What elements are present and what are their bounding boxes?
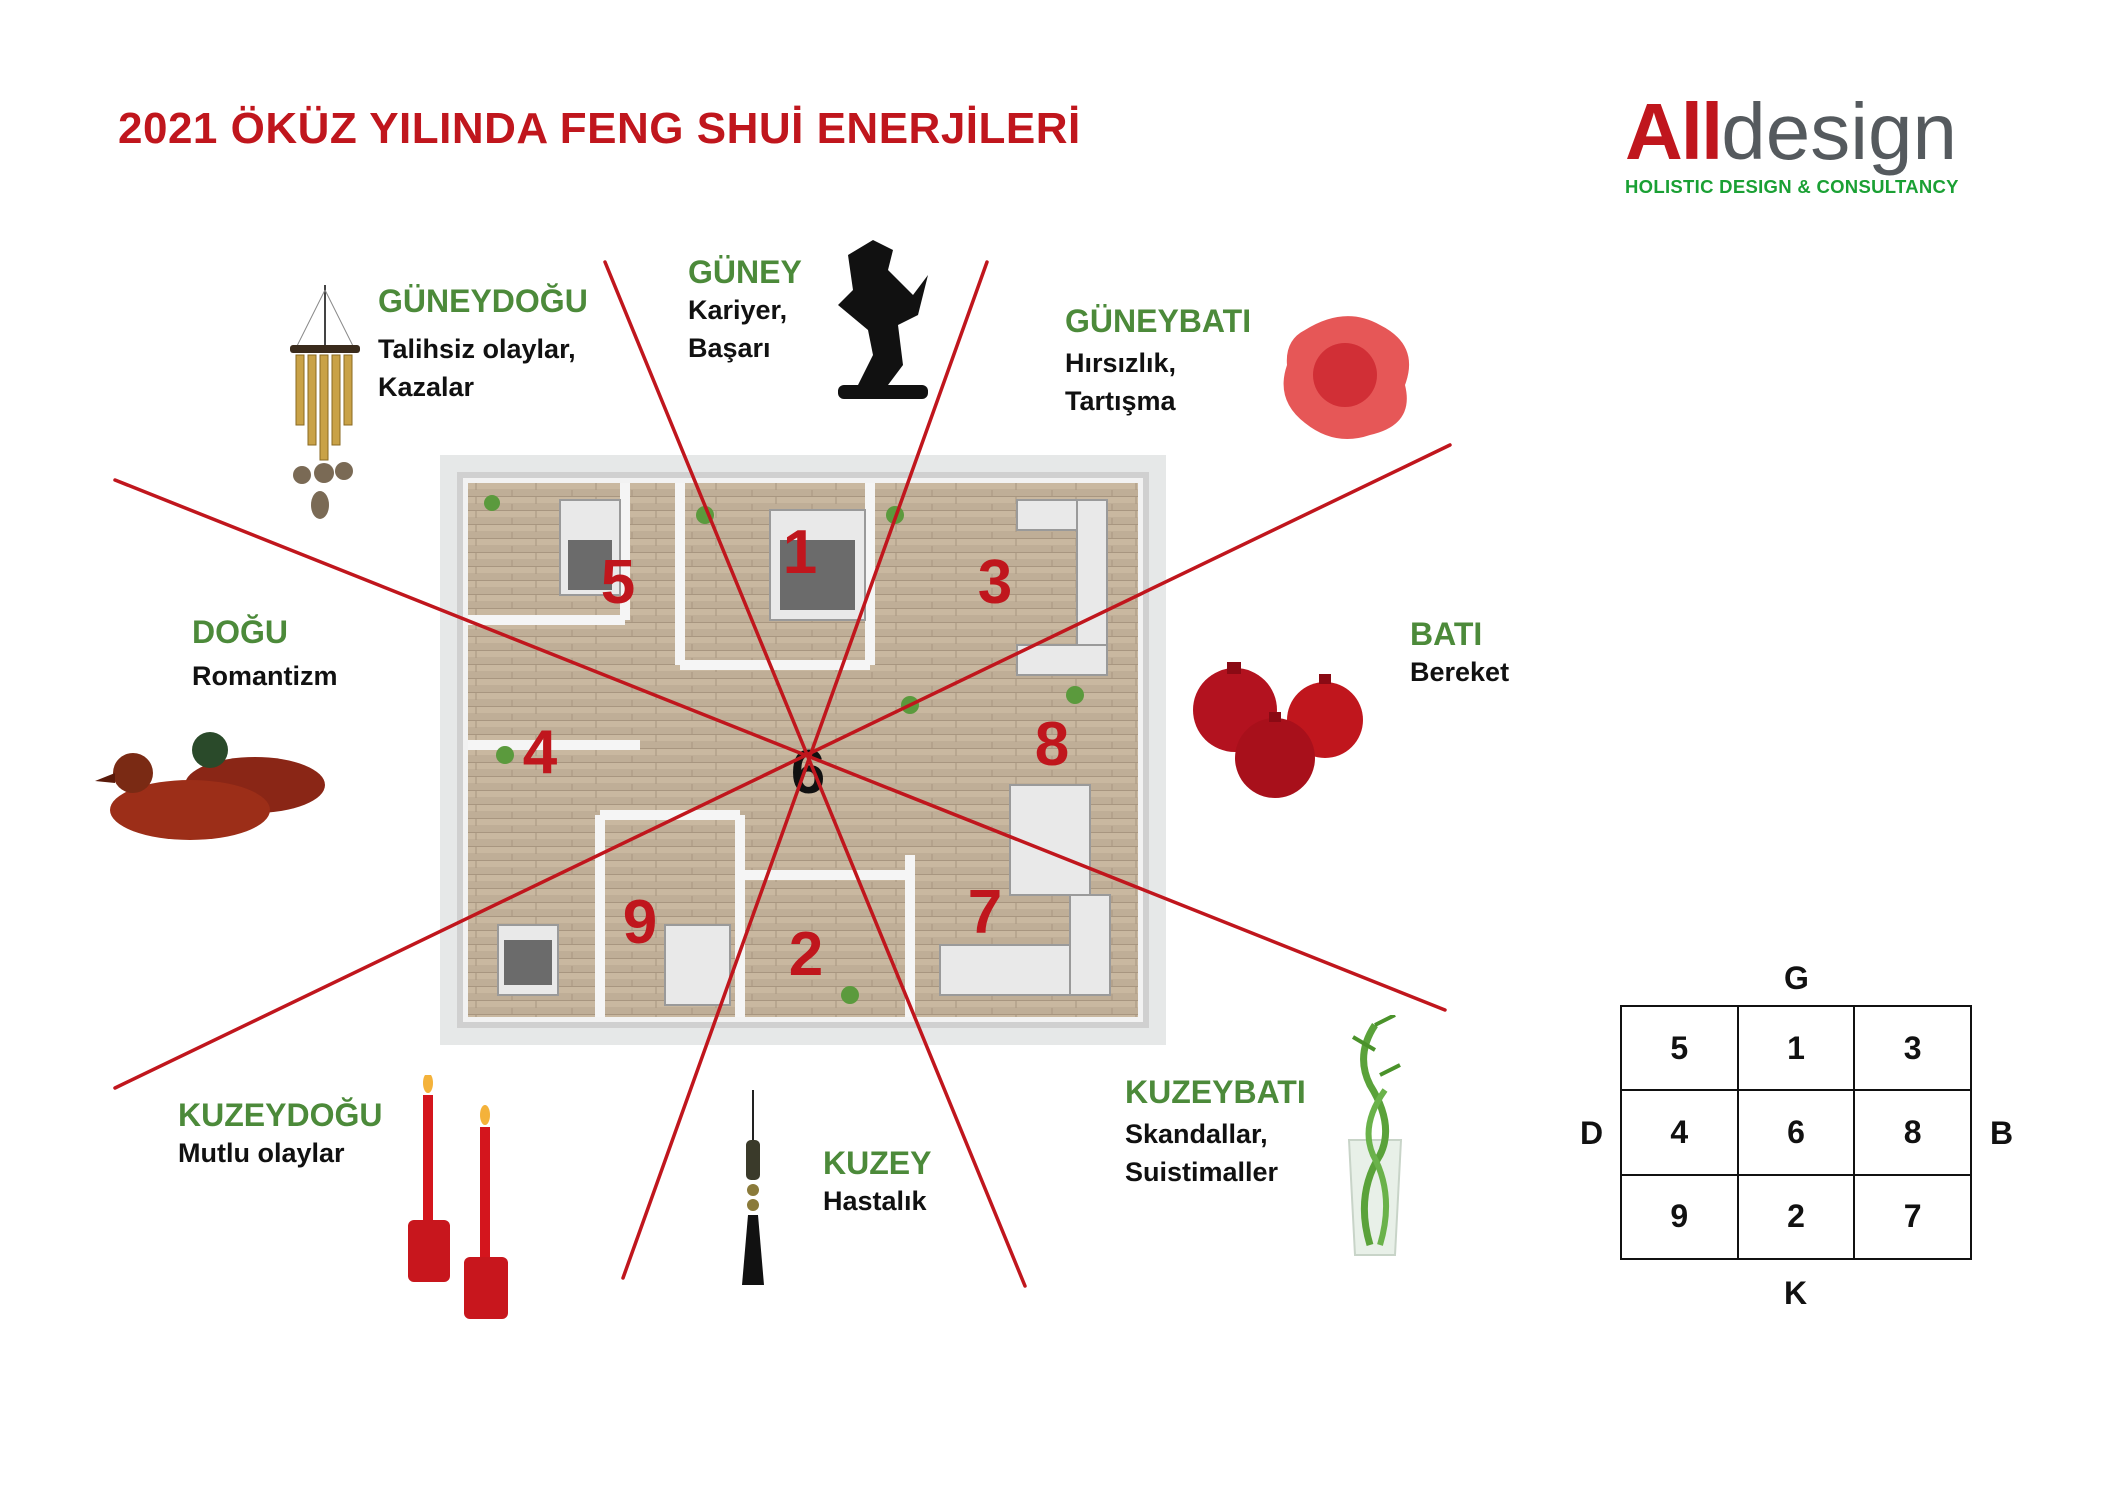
grid-cell: 2 [1736, 1173, 1856, 1261]
label-guney: GÜNEY Kariyer, Başarı [688, 253, 802, 367]
direction-name: GÜNEYBATI [1065, 303, 1252, 339]
grid-cell: 8 [1853, 1089, 1972, 1176]
floor-plan-drawing: 5 1 3 4 6 8 9 2 7 [457, 472, 1149, 1028]
direction-desc-1: Hırsızlık, [1065, 348, 1177, 378]
grid-row: 5 1 3 [1620, 1004, 1972, 1092]
grid-cell: 5 [1620, 1004, 1739, 1092]
label-kuzey: KUZEY Hastalık [823, 1144, 931, 1220]
direction-desc-2: Suistimaller [1125, 1157, 1279, 1187]
grid-row: 4 6 8 [1620, 1089, 1972, 1176]
grid-cell: 6 [1736, 1089, 1856, 1176]
label-guneybati: GÜNEYBATI Hırsızlık, Tartışma [1065, 302, 1251, 420]
page-title: 2021 ÖKÜZ YILINDA FENG SHUİ ENERJİLERİ [118, 104, 1081, 153]
direction-desc-2: Başarı [688, 333, 771, 363]
grid-bottom-label: K [1784, 1275, 1808, 1311]
zone-number-8: 8 [1035, 710, 1069, 779]
floor-plan: 5 1 3 4 6 8 9 2 7 [440, 455, 1166, 1045]
direction-desc-1: Mutlu olaylar [178, 1138, 345, 1168]
label-dogu: DOĞU Romantizm [192, 613, 338, 695]
direction-desc-1: Bereket [1410, 657, 1510, 687]
direction-desc-2: Kazalar [378, 372, 475, 402]
direction-name: GÜNEYDOĞU [378, 283, 588, 319]
lo-shu-grid: 5 1 3 4 6 8 9 2 7 [1620, 1004, 1972, 1261]
zone-number-1: 1 [783, 518, 817, 587]
direction-name: BATI [1410, 616, 1483, 652]
mandarin-ducks-icon [95, 732, 325, 840]
zone-number-4: 4 [523, 718, 558, 787]
zone-number-3: 3 [978, 548, 1012, 617]
direction-desc-1: Skandallar, [1125, 1119, 1268, 1149]
direction-name: KUZEYDOĞU [178, 1097, 383, 1133]
direction-name: KUZEYBATI [1125, 1074, 1306, 1110]
direction-name: KUZEY [823, 1145, 932, 1181]
direction-name: DOĞU [192, 614, 288, 650]
zone-number-5: 5 [601, 548, 635, 617]
grid-cell: 7 [1853, 1173, 1972, 1261]
grid-left-label: D [1580, 1115, 1604, 1151]
red-candles-icon [408, 1075, 508, 1319]
zone-number-9: 9 [623, 888, 657, 957]
grid-top-label: G [1784, 960, 1809, 996]
grid-right-label: B [1990, 1115, 2014, 1151]
direction-desc-1: Hastalık [823, 1186, 927, 1216]
grid-cell: 4 [1620, 1089, 1739, 1176]
lucky-bamboo-icon [1347, 1015, 1403, 1256]
wind-chime-icon [290, 285, 360, 519]
logo-all: All [1625, 87, 1723, 176]
grid-row: 9 2 7 [1620, 1173, 1972, 1261]
pomegranates-icon [1193, 662, 1363, 798]
horse-statue-icon [838, 240, 928, 399]
grid-cell: 9 [1620, 1173, 1739, 1261]
grid-cell: 3 [1853, 1004, 1972, 1092]
logo-design: design [1721, 87, 1957, 176]
zone-number-7: 7 [968, 878, 1002, 947]
grid-cell: 1 [1736, 1004, 1856, 1092]
direction-desc-2: Tartışma [1065, 386, 1176, 416]
label-guneydogu: GÜNEYDOĞU Talihsiz olaylar, Kazalar [378, 282, 588, 406]
direction-name: GÜNEY [688, 254, 802, 290]
alldesign-logo: Alldesign HOLISTIC DESIGN & CONSULTANCY [1625, 92, 1959, 198]
label-bati: BATI Bereket [1410, 615, 1509, 691]
label-kuzeybati: KUZEYBATI Skandallar, Suistimaller [1125, 1073, 1306, 1191]
red-ink-blot-icon [1283, 316, 1410, 439]
direction-desc-1: Kariyer, [688, 295, 788, 325]
label-kuzeydogu: KUZEYDOĞU Mutlu olaylar [178, 1096, 382, 1172]
direction-desc-1: Romantizm [192, 661, 338, 691]
direction-desc-1: Talihsiz olaylar, [378, 334, 576, 364]
zone-number-2: 2 [789, 920, 823, 989]
zone-number-6: 6 [791, 738, 825, 807]
logo-tagline: HOLISTIC DESIGN & CONSULTANCY [1625, 176, 1959, 197]
mystic-knot-tassel-icon [742, 1090, 764, 1285]
